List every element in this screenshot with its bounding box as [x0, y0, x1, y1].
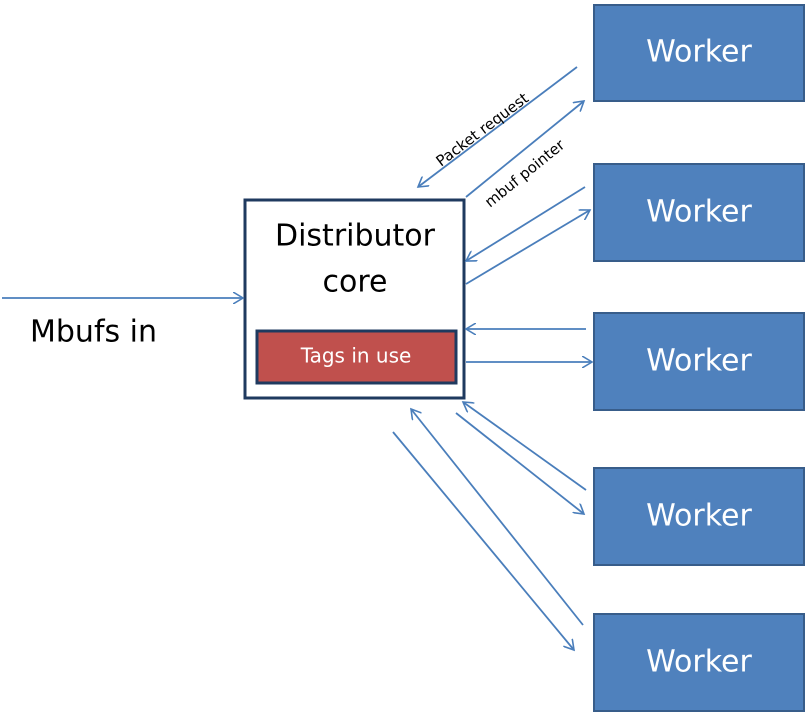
- worker4-request-arrow: [463, 402, 587, 491]
- tags-in-use-box: Tags in use: [255, 329, 458, 385]
- worker-box-4: Worker: [593, 467, 805, 566]
- worker-box-2: Worker: [593, 163, 805, 262]
- worker5-pointer-arrow: [392, 431, 574, 650]
- mbuf-pointer-arrow: [465, 101, 584, 198]
- worker-box-1: Worker: [593, 4, 805, 102]
- distributor-core-box: Distributor core Tags in use: [243, 198, 466, 400]
- distributor-title-line1: Distributor: [275, 219, 436, 254]
- worker5-request-arrow: [411, 409, 584, 626]
- tags-in-use-label: Tags in use: [300, 344, 412, 368]
- worker-label-2: Worker: [646, 195, 752, 230]
- worker-label-5: Worker: [646, 645, 752, 680]
- distributor-title-line2: core: [323, 265, 388, 300]
- worker-label-4: Worker: [646, 499, 752, 534]
- mbufs-in-label: Mbufs in: [30, 315, 157, 350]
- worker2-request-arrow: [466, 186, 586, 261]
- packet-request-label: Packet request: [433, 89, 532, 170]
- worker2-pointer-arrow: [465, 210, 590, 285]
- worker-box-3: Worker: [593, 312, 805, 411]
- worker-label-3: Worker: [646, 344, 752, 379]
- worker-box-5: Worker: [593, 613, 805, 712]
- packet-request-arrow: [418, 66, 578, 187]
- worker-label-1: Worker: [646, 35, 752, 70]
- worker4-pointer-arrow: [455, 412, 584, 514]
